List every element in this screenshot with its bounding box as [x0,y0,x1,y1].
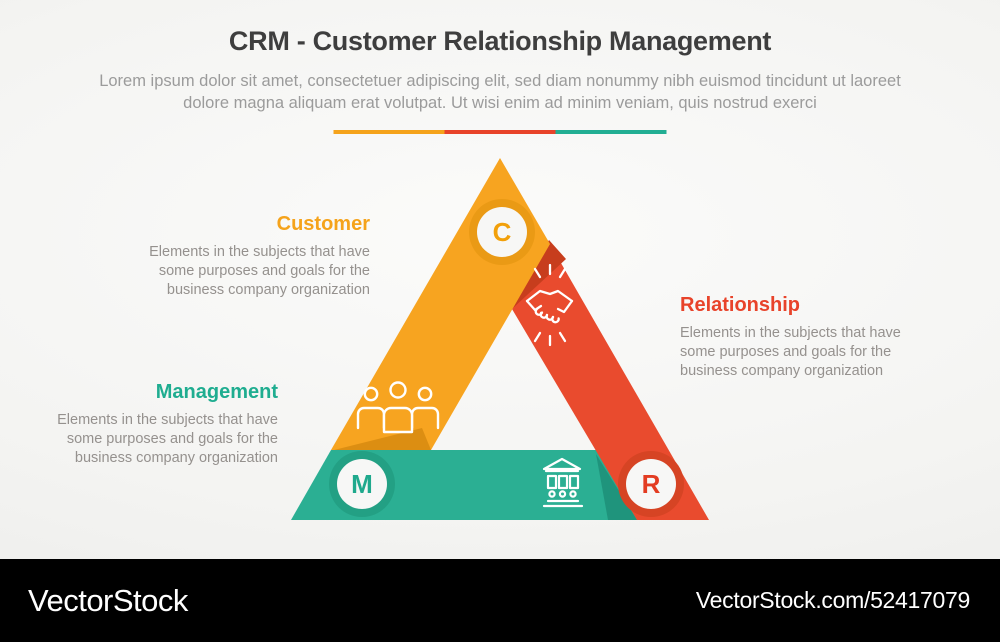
page-subtitle: Lorem ipsum dolor sit amet, consectetuer… [99,72,901,112]
relationship-text-block: Relationship Elements in the subjects th… [680,294,930,381]
tricolor-divider [333,130,667,134]
vectorstock-logo: VectorStock [28,582,188,618]
node-customer: C [469,199,535,265]
management-description: Elements in the subjects that have some … [57,412,278,466]
watermark-bar: VectorStock VectorStock.com/52417079 [0,559,1000,642]
node-management: M [329,451,395,517]
node-management-letter: M [337,459,387,509]
divider-segment-management [555,130,667,134]
vectorstock-url: VectorStock.com/52417079 [695,587,970,613]
customer-text-block: Customer Elements in the subjects that h… [120,213,370,300]
people-group-icon [356,381,440,434]
management-text-block: Management Elements in the subjects that… [28,381,278,468]
customer-band-fold [334,428,431,450]
bank-building-icon [542,457,584,508]
relationship-description: Elements in the subjects that have some … [680,325,901,379]
customer-title: Customer [276,213,370,235]
background: CRM - Customer Relationship Management L… [0,0,1000,559]
relationship-title: Relationship [680,294,801,316]
customer-description: Elements in the subjects that have some … [149,244,370,298]
management-title: Management [155,381,278,403]
node-relationship: R [618,451,684,517]
node-customer-letter: C [477,207,527,257]
handshake-icon [525,263,574,347]
divider-segment-customer [333,130,445,134]
divider-segment-relationship [444,130,556,134]
page-title: CRM - Customer Relationship Management [228,26,772,56]
node-relationship-letter: R [626,459,676,509]
